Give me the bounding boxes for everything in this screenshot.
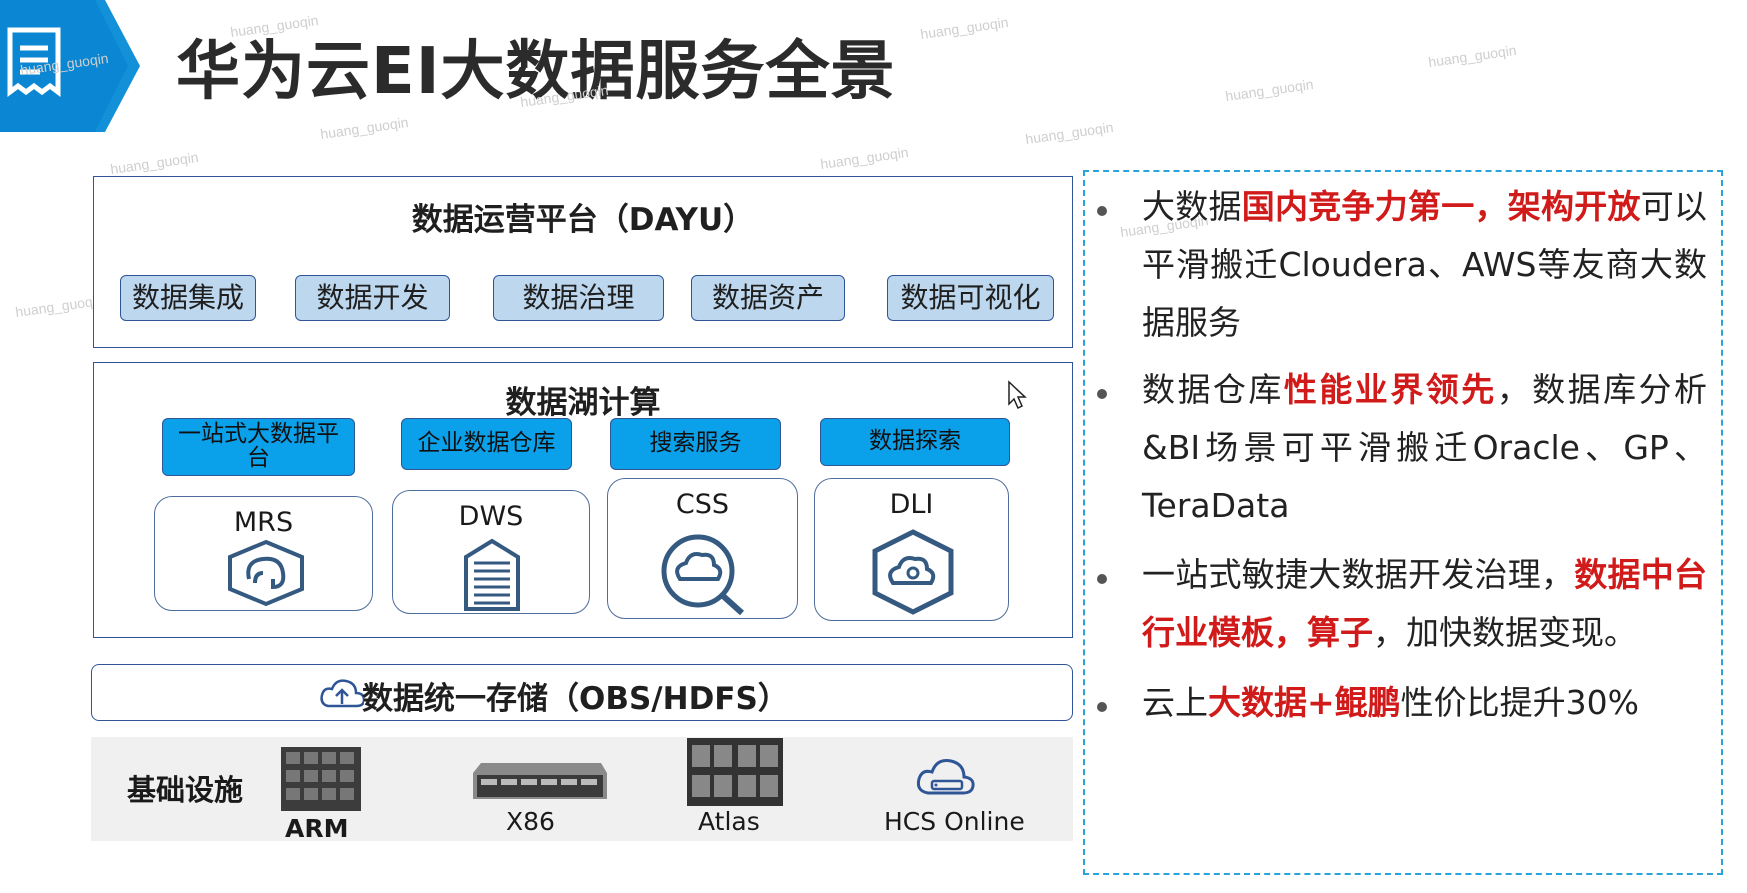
highlight-item: 云上大数据+鲲鹏性价比提升30% bbox=[1142, 674, 1707, 732]
module-data-assets[interactable]: 数据资产 bbox=[691, 275, 845, 321]
highlight-text: ，数据库分析&BI场景可平滑搬迁Oracle、GP、TeraData bbox=[1142, 370, 1708, 525]
infra-label-hcs-online: HCS Online bbox=[884, 807, 1025, 836]
watermark: huang_guoqin bbox=[1224, 75, 1315, 105]
highlights-panel bbox=[1083, 170, 1723, 875]
service-card-css[interactable]: CSS bbox=[607, 478, 798, 619]
bullet-dot bbox=[1097, 574, 1107, 584]
service-label-dws: DWS bbox=[458, 501, 524, 532]
atlas-server-icon bbox=[687, 738, 783, 806]
service-label-css: CSS bbox=[675, 489, 730, 520]
highlight-emphasis: 大数据+鲲鹏 bbox=[1208, 683, 1401, 722]
banner-icon bbox=[0, 0, 140, 132]
datalake-title: 数据湖计算 bbox=[505, 385, 661, 421]
rack-server-icon bbox=[473, 763, 607, 799]
highlight-item: 一站式敏捷大数据开发治理，数据中台行业模板，算子，加快数据变现。 bbox=[1142, 546, 1707, 662]
watermark: huang_guoqin bbox=[819, 143, 910, 173]
service-card-dws[interactable]: DWS bbox=[392, 490, 590, 614]
infra-label-arm: ARM bbox=[285, 814, 349, 843]
category-data-exploration[interactable]: 数据探索 bbox=[820, 418, 1010, 466]
highlight-text: 数据仓库 bbox=[1142, 370, 1284, 409]
cloud-search-icon bbox=[661, 534, 745, 616]
highlight-item: 大数据国内竞争力第一，架构开放可以平滑搬迁Cloudera、AWS等友商大数据服… bbox=[1142, 178, 1707, 352]
receipt-icon bbox=[7, 27, 61, 97]
infrastructure-strip: 基础设施 ARM X86 Atlas HCS Online bbox=[91, 737, 1073, 843]
watermark: huang_guoqin bbox=[109, 148, 200, 178]
highlight-text: 一站式敏捷大数据开发治理， bbox=[1142, 555, 1575, 594]
mouse-cursor-icon bbox=[1008, 380, 1027, 410]
cloud-server-icon bbox=[916, 759, 975, 795]
module-data-governance[interactable]: 数据治理 bbox=[493, 275, 664, 321]
highlight-text: 性价比提升30% bbox=[1400, 683, 1640, 722]
category-search-service[interactable]: 搜索服务 bbox=[610, 418, 781, 470]
infra-label-atlas: Atlas bbox=[698, 807, 760, 836]
watermark: huang_guoqin bbox=[919, 13, 1010, 43]
highlight-text: 可以平滑搬迁Cloudera、AWS等友商大数据服务 bbox=[1142, 187, 1707, 342]
page-title: 华为云EI大数据服务全景 bbox=[176, 35, 896, 109]
dayu-title: 数据运营平台（DAYU） bbox=[411, 202, 755, 238]
highlight-text: ，加快数据变现。 bbox=[1373, 613, 1637, 652]
module-data-development[interactable]: 数据开发 bbox=[295, 275, 450, 321]
highlight-emphasis: 性能业界领先 bbox=[1283, 370, 1497, 409]
bullet-dot bbox=[1097, 702, 1107, 712]
bullet-dot bbox=[1097, 389, 1107, 399]
service-label-mrs: MRS bbox=[233, 507, 294, 538]
infrastructure-title: 基础设施 bbox=[127, 773, 244, 807]
highlight-item: 数据仓库性能业界领先，数据库分析&BI场景可平滑搬迁Oracle、GP、Tera… bbox=[1142, 361, 1707, 535]
highlight-emphasis: 数据中台行业模板，算子 bbox=[1142, 555, 1707, 652]
storage-title: 数据统一存储（OBS/HDFS） bbox=[362, 681, 789, 717]
elephant-hexagon-icon bbox=[228, 539, 304, 607]
warehouse-icon bbox=[464, 538, 520, 611]
module-data-visualization[interactable]: 数据可视化 bbox=[887, 275, 1054, 321]
cloud-hexagon-icon bbox=[872, 529, 954, 615]
datalake-panel: 数据湖计算 一站式大数据平台 企业数据仓库 搜索服务 数据探索 MRS DWS … bbox=[93, 362, 1073, 638]
dayu-panel: 数据运营平台（DAYU） 数据集成 数据开发 数据治理 数据资产 数据可视化 bbox=[93, 176, 1073, 348]
category-enterprise-dw[interactable]: 企业数据仓库 bbox=[401, 418, 572, 470]
storage-panel: 数据统一存储（OBS/HDFS） bbox=[91, 664, 1073, 721]
server-rack-icon bbox=[281, 747, 361, 811]
watermark: huang_guoqin bbox=[14, 291, 105, 321]
bullet-dot bbox=[1097, 206, 1107, 216]
watermark: huang_guoqin bbox=[1427, 41, 1518, 71]
service-card-mrs[interactable]: MRS bbox=[154, 496, 373, 611]
cloud-upload-icon bbox=[320, 679, 364, 708]
highlight-emphasis: 国内竞争力第一，架构开放 bbox=[1241, 187, 1641, 226]
module-data-integration[interactable]: 数据集成 bbox=[120, 275, 256, 321]
category-one-stop-platform[interactable]: 一站式大数据平台 bbox=[162, 418, 355, 476]
infra-label-x86: X86 bbox=[506, 807, 555, 836]
service-label-dli: DLI bbox=[889, 489, 934, 520]
highlight-text: 大数据 bbox=[1142, 187, 1242, 226]
highlight-text: 云上 bbox=[1142, 683, 1208, 722]
service-card-dli[interactable]: DLI bbox=[814, 478, 1009, 621]
watermark: huang_guoqin bbox=[1024, 118, 1115, 148]
watermark: huang_guoqin bbox=[319, 113, 410, 143]
